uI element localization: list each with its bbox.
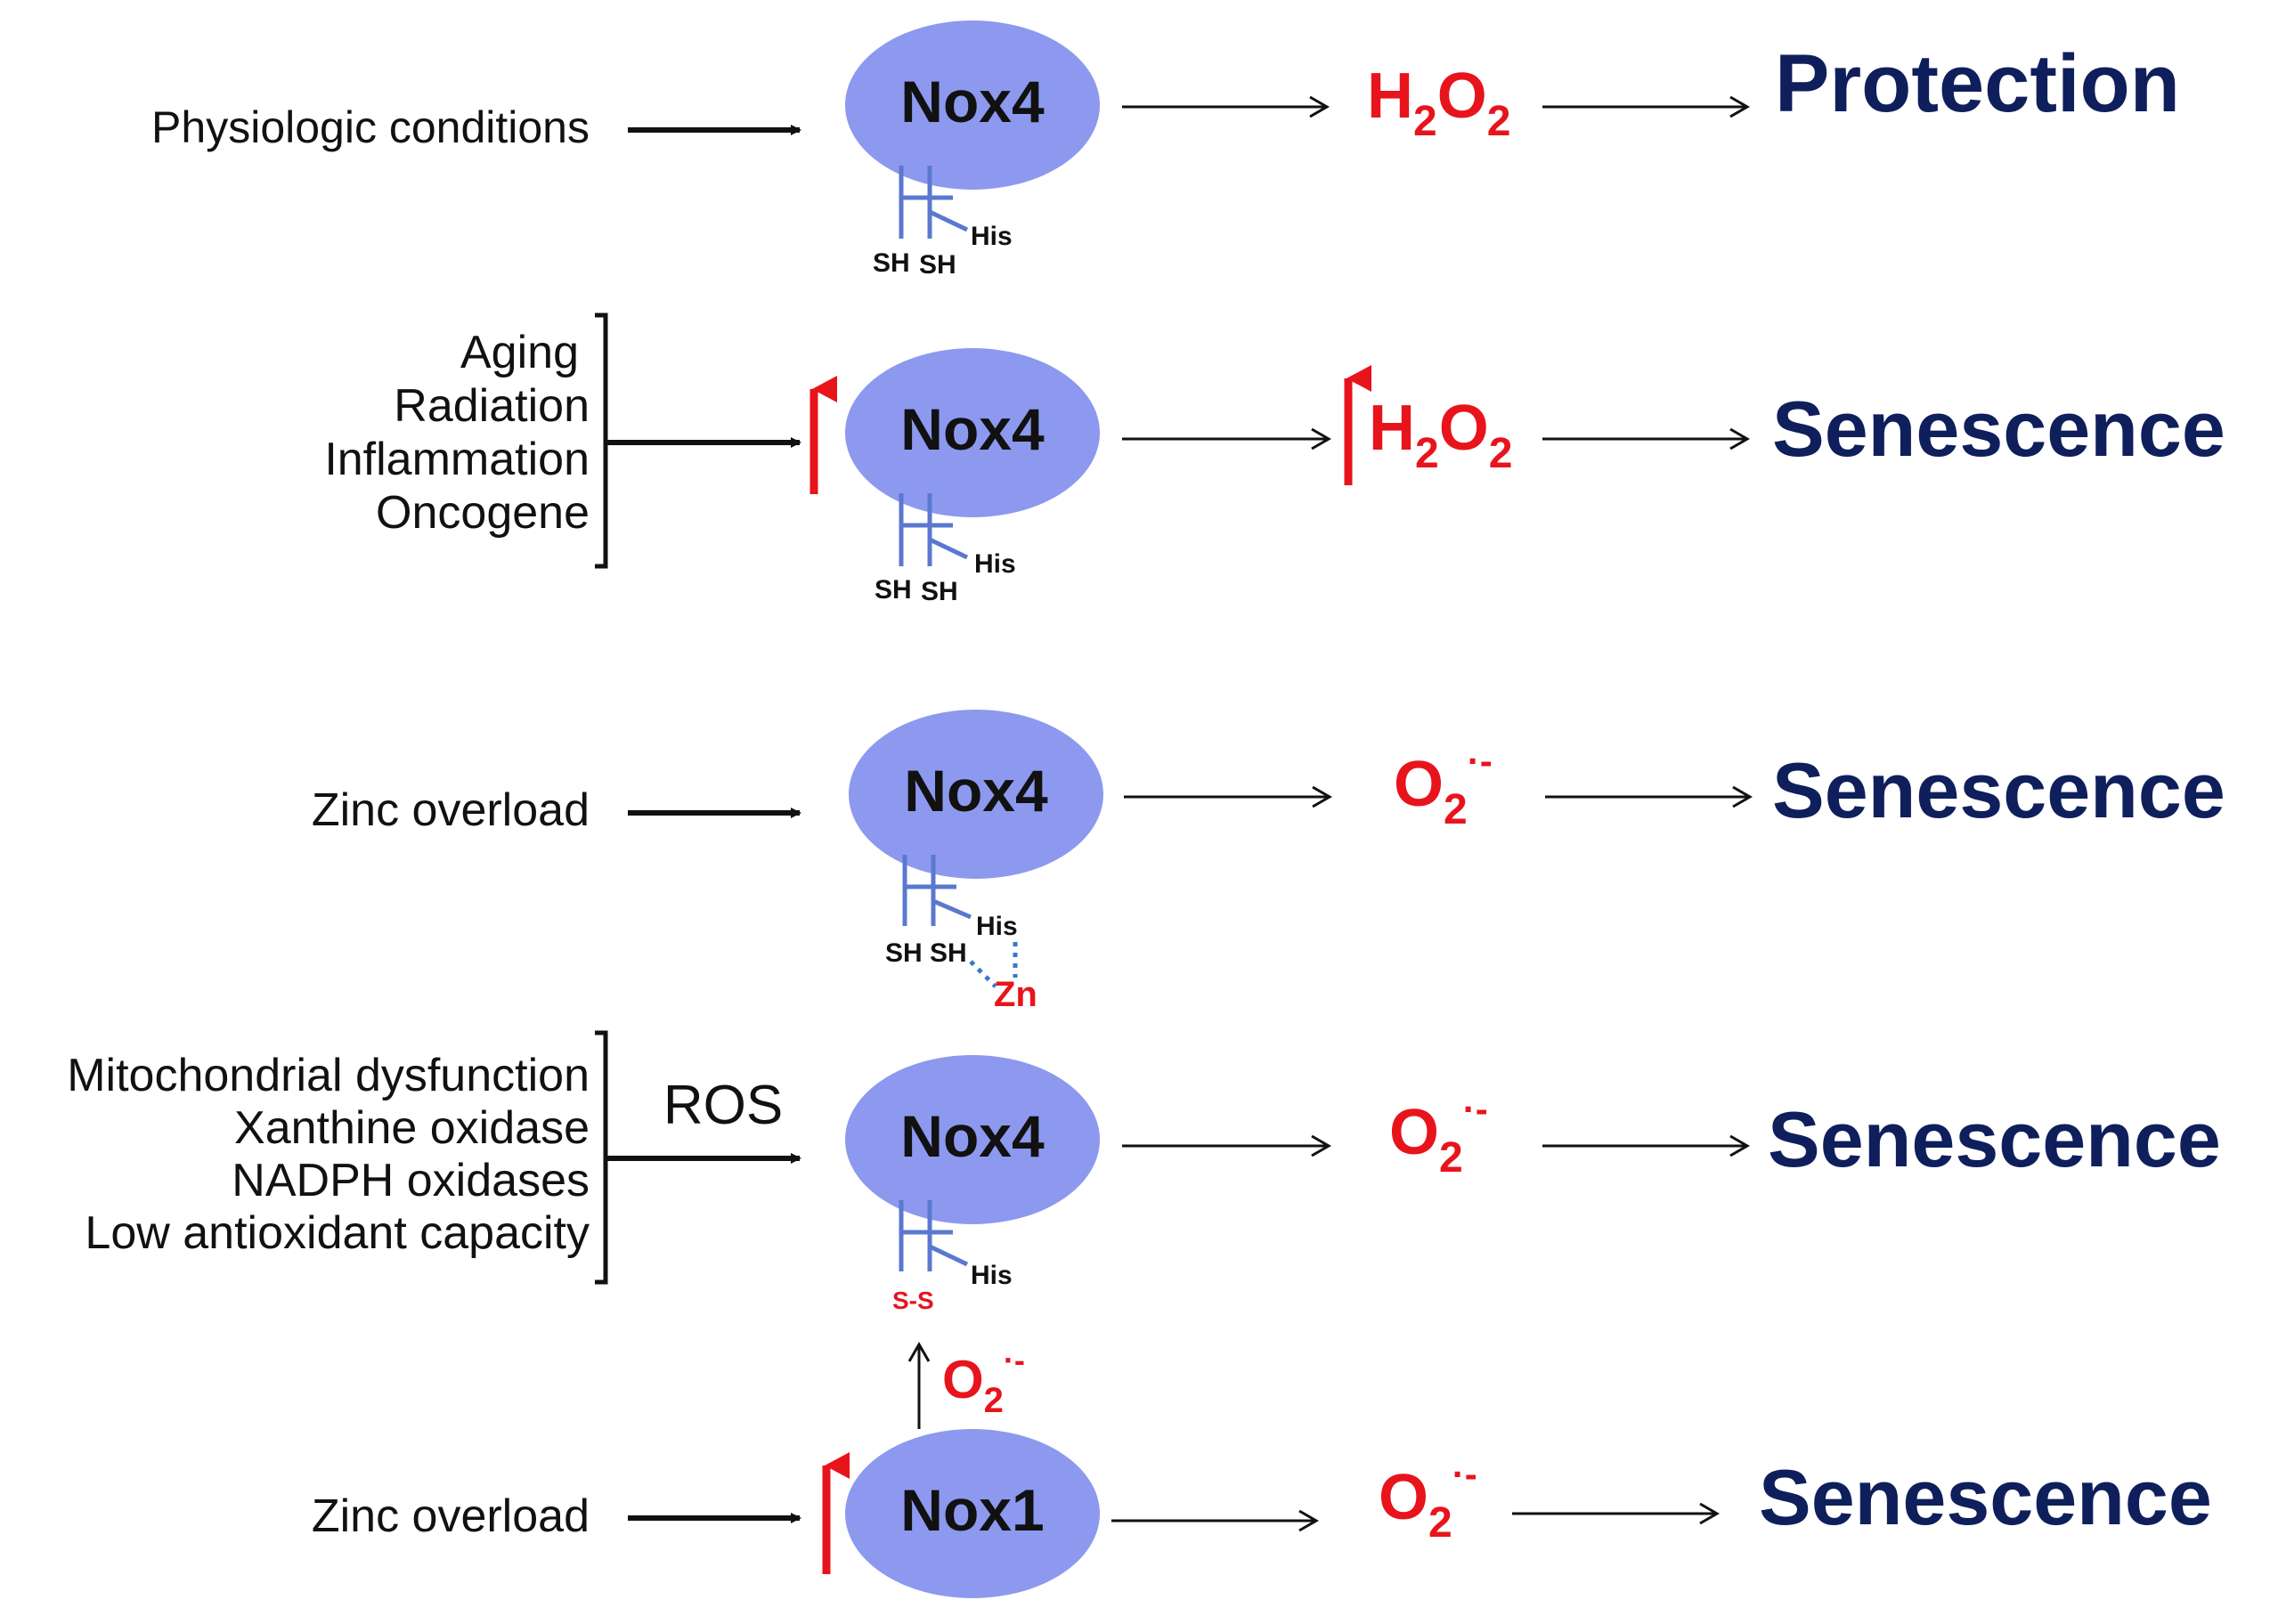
row-1: Physiologic conditions Nox4 SH SH His H2… [151,20,2180,280]
row-4: Mitochondrial dysfunction Xanthine oxida… [67,1030,2221,1314]
ros-arrow-label: ROS [663,1075,783,1136]
sh-label-right: SH [919,250,956,280]
input-bracket [595,1030,608,1285]
nox4-enzyme [845,20,1100,190]
his-label: His [976,912,1018,941]
his-label: His [974,549,1016,579]
enzyme-label: Nox1 [900,1477,1044,1543]
sh-label-right: SH [921,577,958,606]
sh-label-left: SH [873,248,910,278]
his-label: His [971,222,1013,251]
product-superoxide: O2·- [1389,1088,1488,1181]
his-label: His [971,1261,1013,1290]
input-mitochondrial-dysfunction: Mitochondrial dysfunction [67,1050,590,1101]
cysteine-his-stalk-icon [899,493,969,566]
product-h2o2: H2O2 [1369,393,1512,477]
input-zinc-overload: Zinc overload [312,784,590,836]
outcome-senescence: Senescence [1768,1095,2221,1183]
input-nadph-oxidases: NADPH oxidases [232,1155,590,1206]
nox1-to-nox4-link: O2·- [907,1342,1025,1429]
enzyme-label: Nox4 [900,69,1045,134]
cysteine-his-stalk-icon [902,855,972,926]
product-superoxide: O2·- [1394,740,1493,833]
nox4-enzyme [849,710,1103,879]
cysteine-his-stalk-icon [899,166,969,239]
row-3: Zinc overload Nox4 SH SH His Zn O2·- Sen… [312,710,2225,1014]
input-bracket [595,313,608,569]
input-radiation: Radiation [394,380,590,432]
product-superoxide: O2·- [1379,1453,1477,1547]
input-zinc-overload: Zinc overload [312,1490,590,1542]
product-h2o2: H2O2 [1367,61,1510,145]
input-physiologic-conditions: Physiologic conditions [151,102,590,152]
disulfide-his-stalk-icon [899,1200,969,1271]
input-oncogene: Oncogene [376,487,590,539]
input-xanthine-oxidase: Xanthine oxidase [234,1102,590,1154]
outcome-protection: Protection [1775,38,2180,129]
sh-label-left: SH [875,575,912,605]
outcome-senescence: Senescence [1772,746,2225,834]
input-aging: Aging [460,327,579,378]
input-inflammation: Inflammation [324,434,590,485]
outcome-senescence: Senescence [1759,1453,2212,1541]
disulfide-label: S-S [892,1287,934,1314]
row-2: Aging Radiation Inflammation Oncogene No… [324,313,2225,606]
nox1-enzyme [845,1429,1100,1598]
outcome-senescence: Senescence [1772,385,2225,473]
input-low-antioxidant-capacity: Low antioxidant capacity [85,1207,590,1259]
sh-label-left: SH [885,938,923,968]
nox4-enzyme [845,1055,1100,1224]
enzyme-label: Nox4 [900,396,1045,462]
row-5: Zinc overload Nox1 O2·- Senescence [312,1429,2212,1598]
sh-label-right: SH [930,938,967,968]
nox4-enzyme [845,348,1100,517]
zinc-label: Zn [994,975,1037,1014]
superoxide-to-nox4: O2·- [942,1342,1025,1420]
enzyme-label: Nox4 [900,1103,1045,1169]
enzyme-label: Nox4 [904,758,1048,824]
